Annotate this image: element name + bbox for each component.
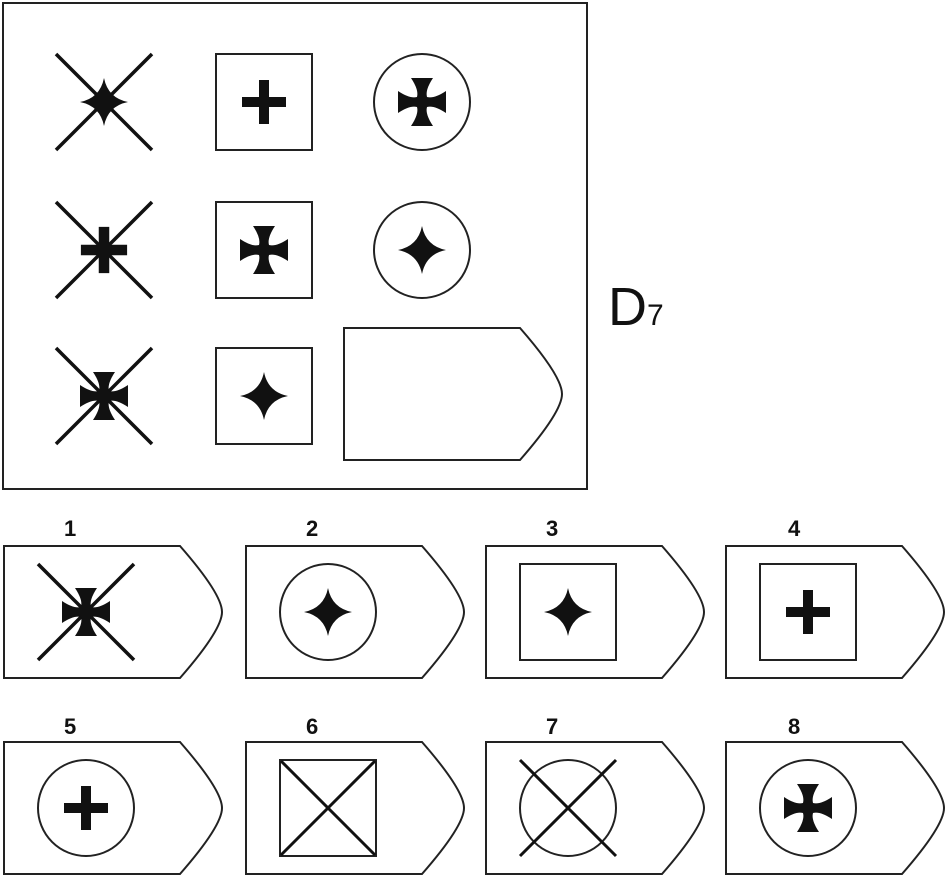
- matrix-cell-2-1: [52, 198, 156, 302]
- answer-tag-outline: [725, 741, 946, 875]
- option-2[interactable]: [244, 544, 468, 680]
- answer-tag-outline: [245, 741, 466, 875]
- x-line: [279, 759, 377, 857]
- x-line: [518, 758, 618, 858]
- star4-icon: [240, 372, 288, 420]
- problem-code-letter: D: [608, 277, 647, 337]
- circle-frame: [373, 201, 471, 299]
- problem-code: D7: [608, 276, 664, 338]
- option-5[interactable]: [2, 740, 226, 876]
- circle-frame: [759, 759, 857, 857]
- square-frame: [759, 563, 857, 661]
- option-number: 8: [788, 714, 801, 739]
- plus-icon: [242, 80, 286, 124]
- symbol-svg: [215, 347, 313, 445]
- circle-frame: [37, 759, 135, 857]
- option-number: 4: [788, 516, 801, 541]
- symbol-svg: [485, 741, 706, 875]
- answer-tag-outline: [3, 741, 224, 875]
- symbol-svg: [54, 346, 154, 446]
- square-frame: [519, 563, 617, 661]
- symbol-svg: [3, 545, 224, 679]
- answer-tag-outline: [245, 545, 466, 679]
- symbol-svg: [343, 327, 564, 461]
- matrix-cell-2-3: [370, 198, 474, 302]
- answer-tag-outline: [3, 545, 224, 679]
- star4-icon: [304, 588, 352, 636]
- option-7[interactable]: [484, 740, 708, 876]
- matrix-cell-2-2: [212, 198, 316, 302]
- answer-tag-outline: [485, 741, 706, 875]
- option-number: 7: [546, 714, 559, 739]
- circle-frame: [279, 563, 377, 661]
- matrix-cell-1-1: [52, 50, 156, 154]
- square-frame: [279, 759, 377, 857]
- symbol-svg: [215, 53, 313, 151]
- maltese-icon: [398, 78, 446, 126]
- matrix-cell-3-1: [52, 344, 156, 448]
- maltese-icon: [80, 372, 128, 420]
- symbol-svg: [215, 201, 313, 299]
- symbol-svg: [245, 741, 466, 875]
- option-number: 3: [546, 516, 559, 541]
- option-number: 2: [306, 516, 319, 541]
- option-6[interactable]: [244, 740, 468, 876]
- symbol-svg: [485, 545, 706, 679]
- symbol-svg: [373, 201, 471, 299]
- option-number: 5: [64, 714, 77, 739]
- option-number: 1: [64, 516, 77, 541]
- maltese-icon: [62, 588, 110, 636]
- option-8[interactable]: [724, 740, 948, 876]
- circle-frame: [519, 759, 617, 857]
- symbol-svg: [245, 545, 466, 679]
- option-number: 6: [306, 714, 319, 739]
- option-4[interactable]: [724, 544, 948, 680]
- option-3[interactable]: [484, 544, 708, 680]
- maltese-icon: [240, 226, 288, 274]
- matrix-cell-1-2: [212, 50, 316, 154]
- symbol-svg: [725, 741, 946, 875]
- star4-icon: [80, 78, 128, 126]
- symbol-svg: [373, 53, 471, 151]
- option-1[interactable]: [2, 544, 226, 680]
- problem-code-number: 7: [647, 299, 664, 332]
- answer-tag-outline: [343, 327, 564, 461]
- plus-icon: [786, 590, 830, 634]
- symbol-svg: [54, 200, 154, 300]
- plus-icon: [80, 226, 128, 274]
- answer-tag-outline: [725, 545, 946, 679]
- matrix-cell-3-2: [212, 344, 316, 448]
- circle-frame: [373, 53, 471, 151]
- symbol-svg: [54, 52, 154, 152]
- square-frame: [215, 201, 313, 299]
- square-frame: [215, 347, 313, 445]
- matrix-panel: [2, 2, 588, 490]
- star4-icon: [544, 588, 592, 636]
- symbol-svg: [725, 545, 946, 679]
- square-frame: [215, 53, 313, 151]
- matrix-cell-1-3: [370, 50, 474, 154]
- symbol-svg: [3, 741, 224, 875]
- star4-icon: [398, 226, 446, 274]
- matrix-cell-3-3: [342, 326, 566, 462]
- answer-tag-outline: [485, 545, 706, 679]
- plus-icon: [64, 786, 108, 830]
- maltese-icon: [784, 784, 832, 832]
